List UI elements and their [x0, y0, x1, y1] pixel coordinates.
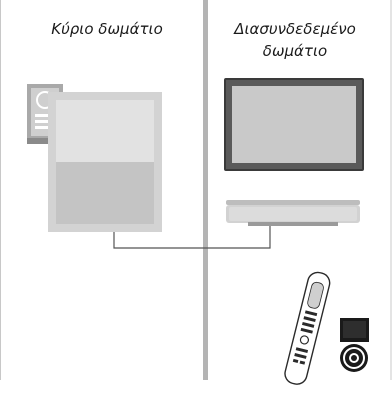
remote-control-icon [283, 270, 332, 386]
dial-remote-icon [340, 344, 368, 372]
wall-display-icon [340, 318, 369, 342]
linked-room-tv [224, 78, 364, 171]
linked-room-soundbar [226, 200, 360, 226]
main-room-screen [48, 92, 162, 232]
room-divider [203, 0, 208, 380]
